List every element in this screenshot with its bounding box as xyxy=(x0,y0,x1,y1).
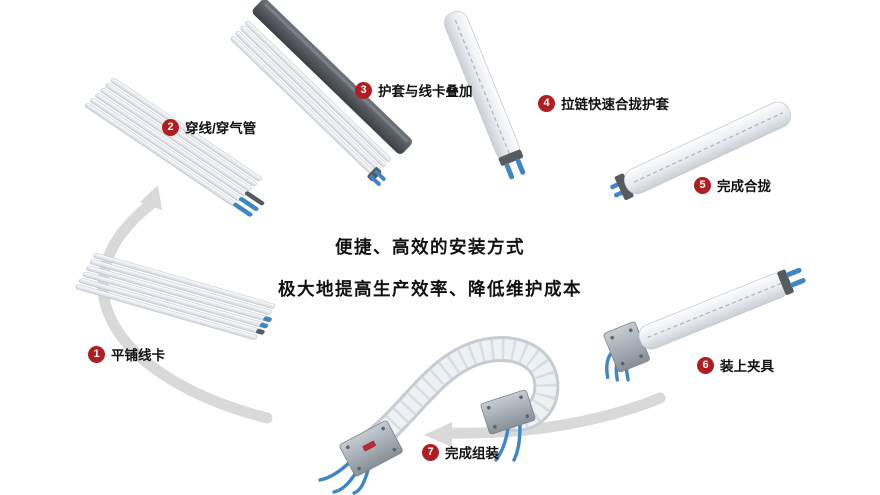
step-7-label-group: 7 完成组装 xyxy=(422,442,499,462)
step-label: 穿线/穿气管 xyxy=(185,121,257,136)
step-label: 完成组装 xyxy=(445,446,499,461)
title-line-1: 便捷、高效的安装方式 xyxy=(335,237,525,257)
step-number-badge: 7 xyxy=(422,443,439,461)
step-number-badge: 1 xyxy=(88,345,105,363)
step-label: 装上夹具 xyxy=(720,359,774,374)
step-label: 平铺线卡 xyxy=(111,348,165,363)
step-3-label-group: 3 护套与线卡叠加 xyxy=(355,80,473,100)
step-number-badge: 2 xyxy=(162,118,179,136)
step-number-badge: 4 xyxy=(538,94,555,112)
step-2-label-group: 2 穿线/穿气管 xyxy=(162,117,256,137)
step-number-badge: 6 xyxy=(697,356,714,374)
product-image-step-6-clamped-sleeve xyxy=(603,267,806,382)
product-image-step-1-flat-clips xyxy=(75,253,276,340)
flow-arc-bottom xyxy=(446,392,666,439)
step-1-label-group: 1 平铺线卡 xyxy=(88,344,165,364)
step-number-badge: 3 xyxy=(355,81,372,99)
flow-arrowhead-up-icon xyxy=(140,185,162,210)
product-image-step-4-zipped-sleeve xyxy=(444,10,526,180)
flow-arc-left xyxy=(97,199,273,424)
product-image-step-7-assembled-loop xyxy=(318,336,560,495)
product-image-step-5-closed-sleeve xyxy=(610,101,792,201)
step-label: 完成合拢 xyxy=(717,179,771,194)
step-label: 护套与线卡叠加 xyxy=(378,84,473,99)
step-6-label-group: 6 装上夹具 xyxy=(697,355,774,375)
step-5-label-group: 5 完成合拢 xyxy=(694,175,771,195)
flow-arrowhead-left-icon xyxy=(424,422,452,447)
title-line-2: 极大地提高生产效率、降低维护成本 xyxy=(278,279,582,299)
center-title: 便捷、高效的安装方式 极大地提高生产效率、降低维护成本 xyxy=(190,226,670,310)
product-image-step-3-sleeve-over-clips xyxy=(230,0,413,186)
step-number-badge: 5 xyxy=(694,176,711,194)
step-label: 拉链快速合拢护套 xyxy=(561,97,669,112)
product-image-step-2-threaded-strip xyxy=(84,78,265,217)
brand-logo-mark xyxy=(362,440,377,452)
step-4-label-group: 4 拉链快速合拢护套 xyxy=(538,93,669,113)
